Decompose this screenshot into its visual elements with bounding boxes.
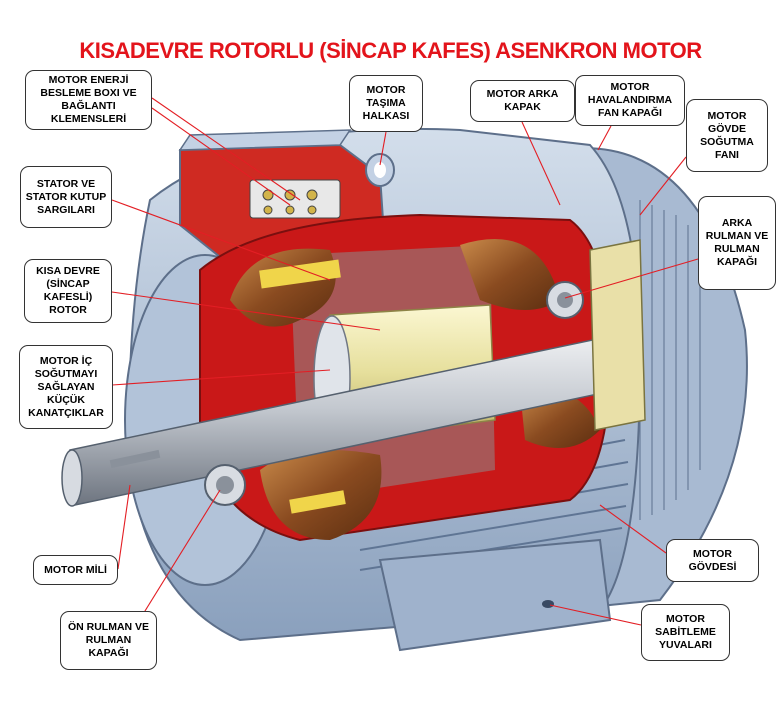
callout-rotor: KISA DEVRE (SİNCAP KAFESLİ) ROTOR	[24, 259, 112, 323]
winding-tape	[259, 259, 341, 289]
callout-lifting-ring: MOTOR TAŞIMA HALKASI	[349, 75, 423, 132]
terminal-clamps	[249, 179, 341, 219]
mounting-hole	[542, 600, 554, 608]
callout-fan-cover: MOTOR HAVALANDIRMA FAN KAPAĞI	[575, 75, 685, 126]
callout-terminal-box: MOTOR ENERJİ BESLEME BOXI VE BAĞLANTI KL…	[25, 70, 152, 130]
callout-body: MOTOR GÖVDESİ	[666, 539, 759, 582]
callout-stator: STATOR VE STATOR KUTUP SARGILARI	[20, 166, 112, 228]
callout-rear-cover: MOTOR ARKA KAPAK	[470, 80, 575, 122]
callout-rear-bearing: ARKA RULMAN VE RULMAN KAPAĞI	[698, 196, 776, 290]
callout-cooling-fan: MOTOR GÖVDE SOĞUTMA FANI	[686, 99, 768, 172]
winding-rear-top	[460, 239, 560, 310]
callout-mounting-holes: MOTOR SABİTLEME YUVALARI	[641, 604, 730, 661]
diagram-title: KISADEVRE ROTORLU (SİNCAP KAFES) ASENKRO…	[79, 38, 702, 63]
callout-shaft: MOTOR MİLİ	[33, 555, 118, 585]
callout-inner-fins: MOTOR İÇ SOĞUTMAYI SAĞLAYAN KÜÇÜK KANATÇ…	[19, 345, 113, 429]
rear-cooling-fan	[589, 239, 646, 431]
callout-front-bearing: ÖN RULMAN VE RULMAN KAPAĞI	[60, 611, 157, 670]
motor-foot	[378, 538, 612, 652]
